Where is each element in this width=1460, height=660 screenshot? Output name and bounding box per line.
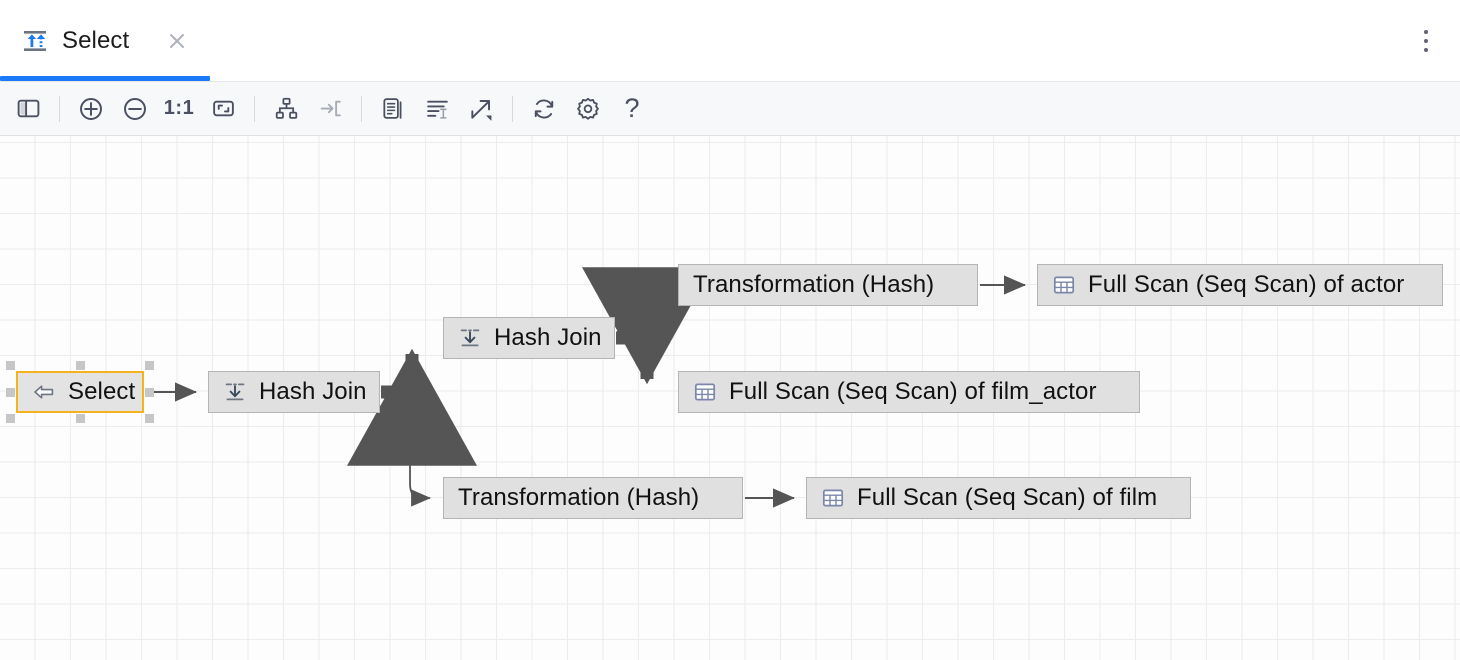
active-tab-indicator <box>0 76 210 81</box>
handle-top-center[interactable] <box>76 361 85 370</box>
question-mark-icon[interactable]: ? <box>610 87 654 131</box>
node-full-scan-actor[interactable]: Full Scan (Seq Scan) of actor <box>1037 264 1443 306</box>
node-label: Full Scan (Seq Scan) of actor <box>1088 271 1405 298</box>
node-label: Transformation (Hash) <box>458 484 700 511</box>
toolbar-separator <box>361 95 362 122</box>
node-full-scan-film-actor[interactable]: Full Scan (Seq Scan) of film_actor <box>678 371 1140 413</box>
copy-document-icon[interactable] <box>371 87 415 131</box>
table-icon <box>693 380 717 404</box>
handle-middle-left[interactable] <box>6 388 15 397</box>
diagram-edges <box>149 267 1026 508</box>
toolbar-separator <box>512 95 513 122</box>
more-options-icon[interactable] <box>1414 26 1438 56</box>
diagram-toolbar: 1:1 <box>0 82 1460 136</box>
toolbar-separator <box>254 95 255 122</box>
edge-hashjoin1-to-hashjoin2 <box>347 348 477 466</box>
node-label: Transformation (Hash) <box>693 271 935 298</box>
handle-bottom-left[interactable] <box>6 414 15 423</box>
node-label: Full Scan (Seq Scan) of film <box>857 484 1158 511</box>
handle-bottom-center[interactable] <box>76 414 85 423</box>
help-label: ? <box>624 93 640 123</box>
handle-middle-right[interactable] <box>145 388 154 397</box>
close-icon[interactable] <box>166 30 188 52</box>
zoom-out-button[interactable] <box>113 87 157 131</box>
node-full-scan-film[interactable]: Full Scan (Seq Scan) of film <box>806 477 1191 519</box>
zoom-level-label: 1:1 <box>163 97 195 119</box>
node-select[interactable]: Select <box>16 371 144 413</box>
fit-to-screen-button[interactable] <box>201 87 245 131</box>
node-label: Select <box>68 378 136 405</box>
table-icon <box>1052 273 1076 297</box>
node-label: Hash Join <box>494 324 602 351</box>
node-label: Hash Join <box>259 378 367 405</box>
hash-join-icon <box>458 326 482 350</box>
text-lines-cursor-icon[interactable] <box>415 87 459 131</box>
diagram-canvas[interactable]: Select Hash Join Hash Join <box>0 136 1460 660</box>
selection-handles <box>6 361 154 423</box>
export-external-icon[interactable] <box>459 87 503 131</box>
handle-top-right[interactable] <box>145 361 154 370</box>
refresh-icon[interactable] <box>522 87 566 131</box>
gear-icon[interactable] <box>566 87 610 131</box>
node-hash-join-2[interactable]: Hash Join <box>443 317 615 359</box>
edge-hashjoin2-to-scan-filmactor <box>582 267 712 385</box>
node-hash-join-1[interactable]: Hash Join <box>208 371 380 413</box>
node-transformation-hash-1[interactable]: Transformation (Hash) <box>678 264 978 306</box>
zoom-actual-size-button[interactable]: 1:1 <box>157 87 201 131</box>
left-arrow-icon <box>32 380 56 404</box>
toolbar-separator <box>59 95 60 122</box>
tab-label: Select <box>62 27 130 54</box>
layout-hierarchy-button[interactable] <box>264 87 308 131</box>
handle-top-left[interactable] <box>6 361 15 370</box>
edge-hashjoin1-to-transform2 <box>397 407 431 507</box>
tab-select[interactable]: Select <box>0 0 210 82</box>
hash-join-icon <box>223 380 247 404</box>
edge-hashjoin2-to-transform1 <box>616 276 666 333</box>
node-transformation-hash-2[interactable]: Transformation (Hash) <box>443 477 743 519</box>
handle-bottom-right[interactable] <box>145 414 154 423</box>
arrow-to-bracket-icon[interactable] <box>308 87 352 131</box>
zoom-in-button[interactable] <box>69 87 113 131</box>
table-icon <box>821 486 845 510</box>
node-label: Full Scan (Seq Scan) of film_actor <box>729 378 1097 405</box>
toggle-sidebar-button[interactable] <box>6 87 50 131</box>
tab-bar: Select <box>0 0 1460 82</box>
select-arrows-icon <box>22 28 48 54</box>
